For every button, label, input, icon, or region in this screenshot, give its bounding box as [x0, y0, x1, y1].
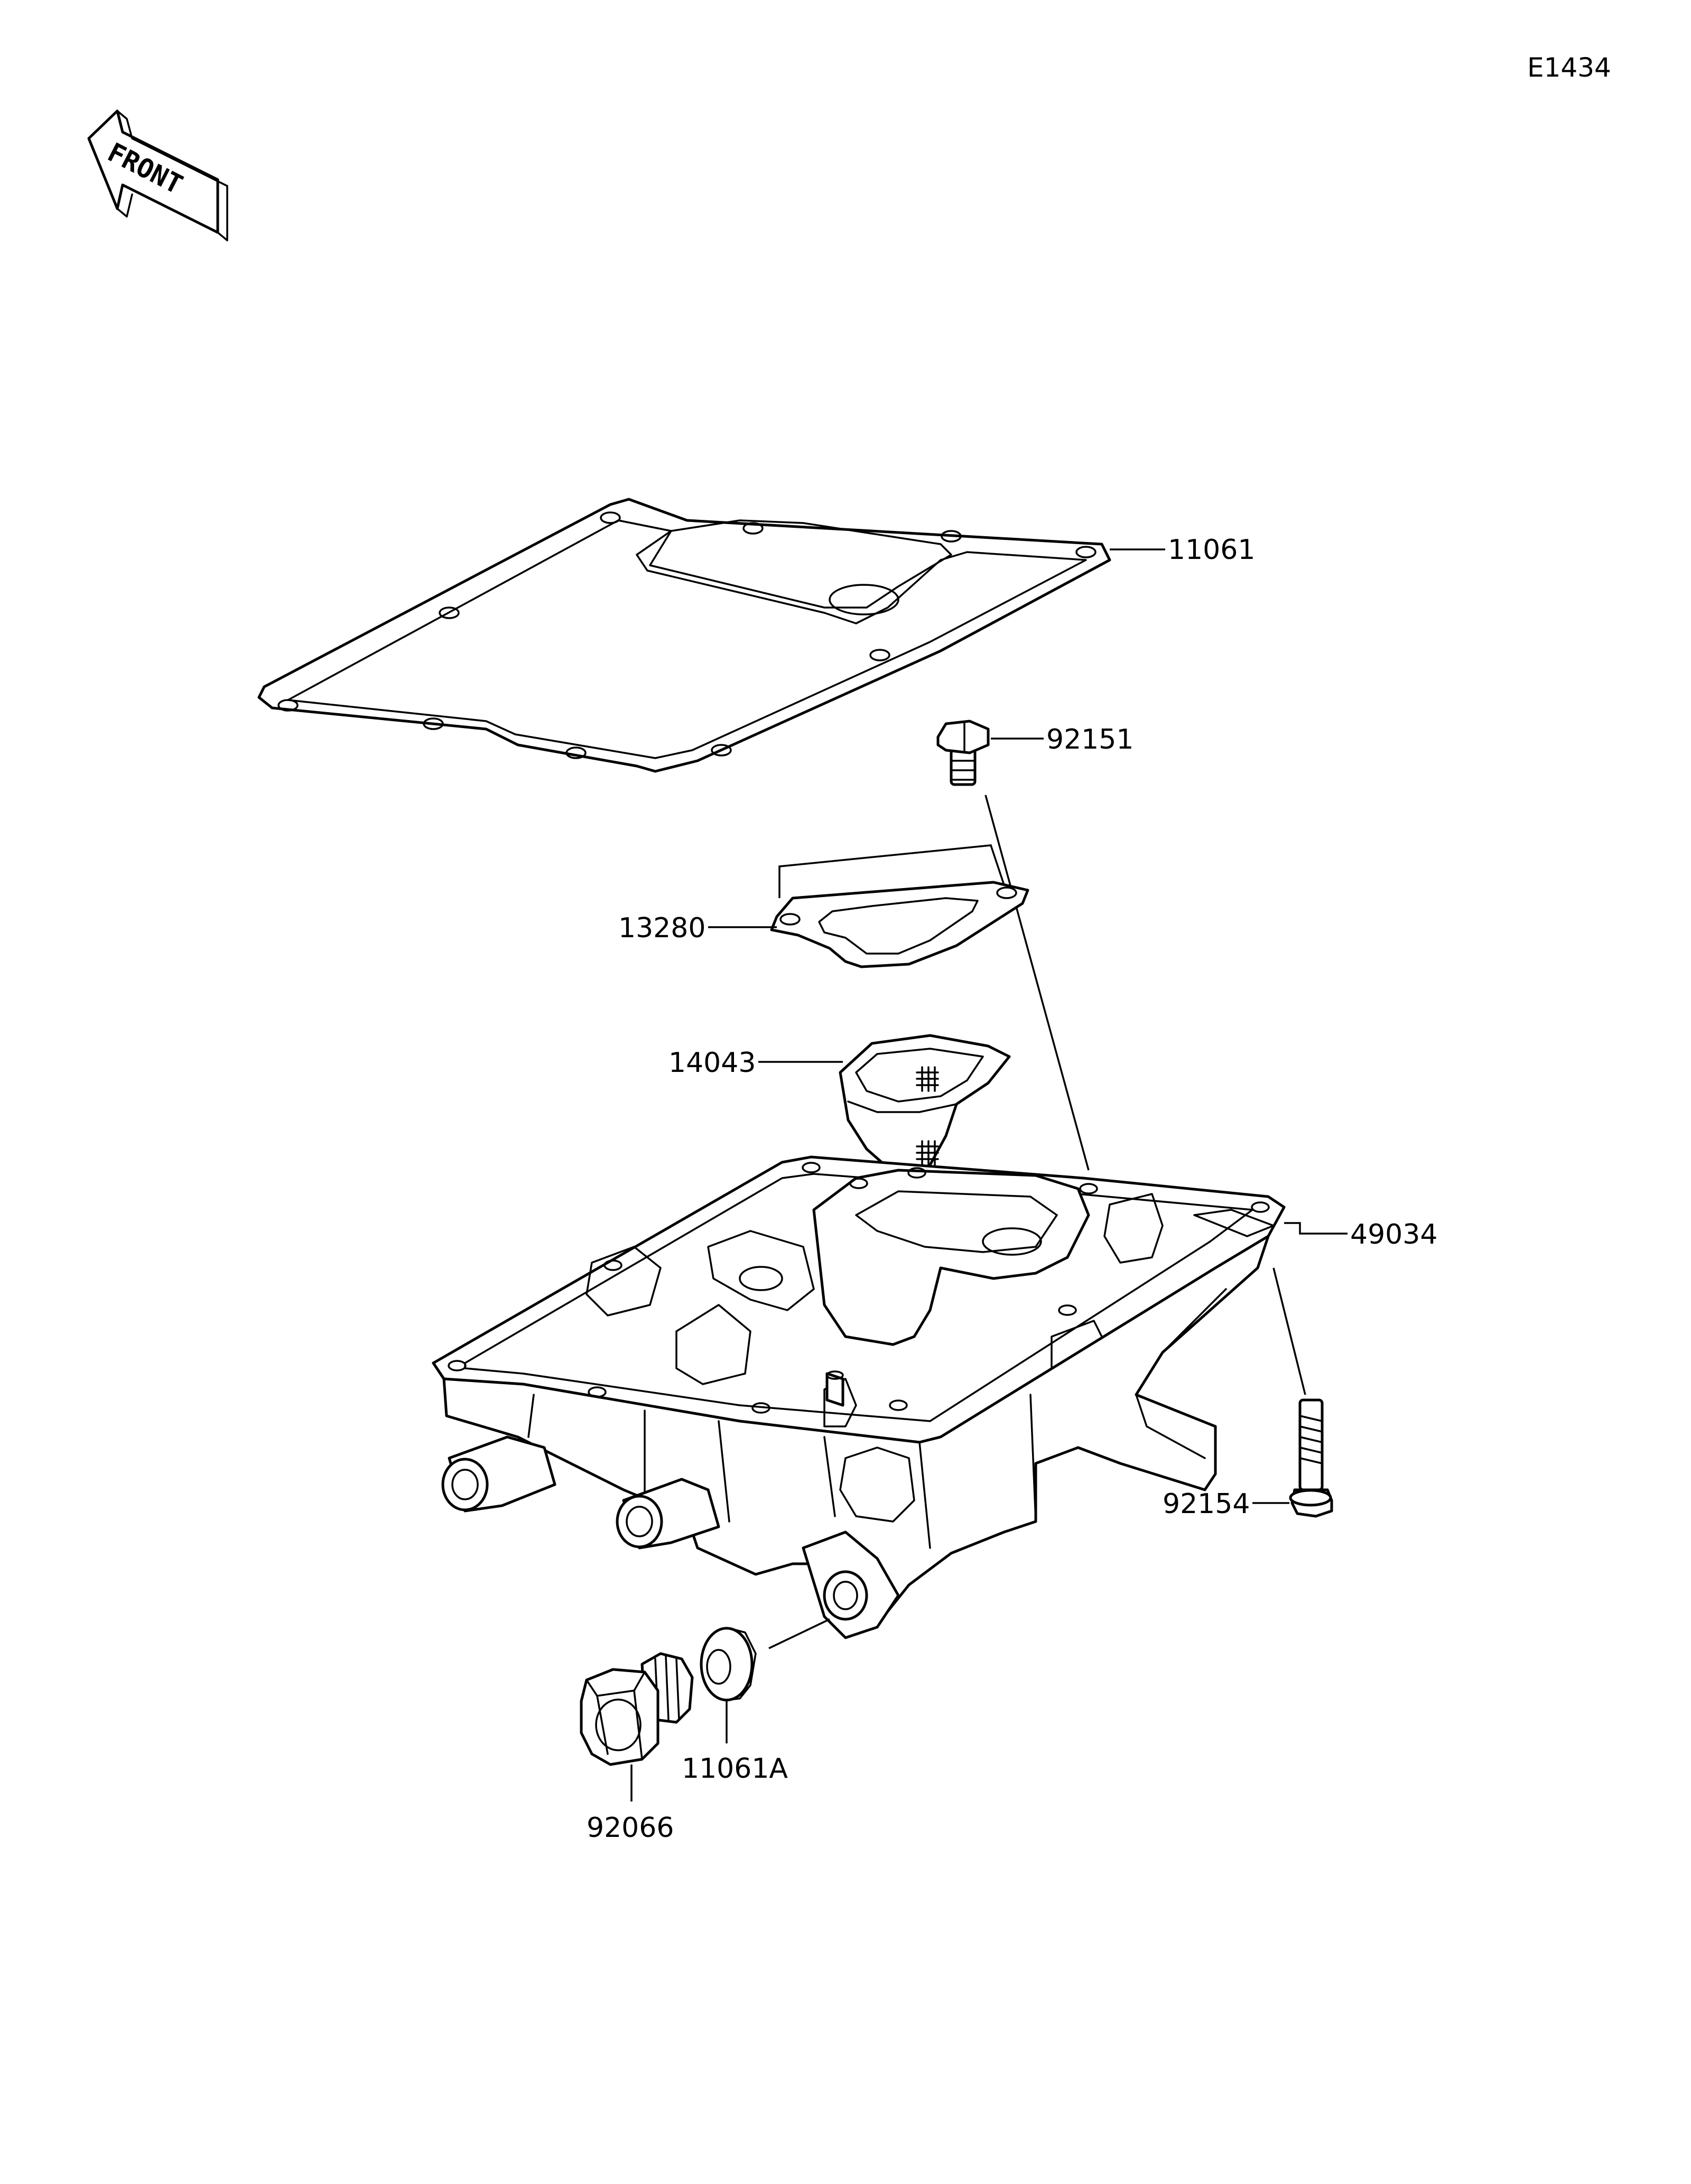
label-11061A: 11061A — [682, 1753, 788, 1785]
label-14043: 14043 — [668, 1047, 756, 1079]
oil-pan-bolt — [1289, 1398, 1333, 1518]
label-11061: 11061 — [1168, 534, 1255, 566]
front-arrow-icon: FRONT — [87, 109, 228, 241]
label-13280: 13280 — [618, 912, 705, 944]
oil-pan — [432, 1155, 1286, 1639]
drain-washer — [700, 1627, 757, 1702]
diagram-code: E1434 — [1527, 52, 1611, 83]
strainer-cover — [770, 881, 1029, 968]
strainer-bolt — [936, 720, 990, 786]
oil-pan-gasket — [257, 498, 1111, 773]
label-49034: 49034 — [1350, 1219, 1437, 1250]
label-92154: 92154 — [1163, 1488, 1250, 1520]
label-92066: 92066 — [587, 1812, 674, 1844]
oil-screen — [839, 1034, 1011, 1180]
drain-plug — [580, 1652, 694, 1766]
label-92151: 92151 — [1046, 724, 1133, 755]
